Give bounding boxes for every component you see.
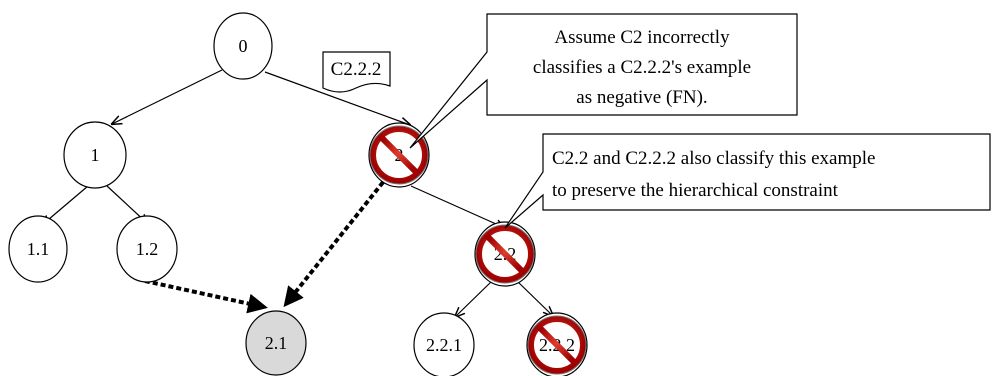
node-2.1: 2.1 — [245, 310, 307, 376]
dashed-arrow-1.2-to-2.1 — [144, 279, 268, 314]
node-2.2: 2.2 — [474, 221, 536, 287]
node-circle — [116, 215, 178, 283]
node-1: 1 — [63, 121, 127, 189]
assumption-callout: Assume C2 incorrectly classifies a C2.2.… — [409, 13, 798, 149]
node-2.2.1: 2.2.1 — [413, 312, 475, 376]
callout-line: to preserve the hierarchical constraint — [552, 180, 839, 201]
node-label: 1 — [91, 145, 100, 165]
prohibited-icon — [527, 315, 587, 375]
node-circle — [213, 12, 273, 80]
node-2: 2 — [368, 122, 430, 188]
node-circle — [63, 121, 127, 189]
callout-line: C2.2 and C2.2.2 also classify this examp… — [552, 148, 875, 169]
edge-2.2-2.2.2 — [516, 280, 553, 316]
node-label: 1.2 — [136, 239, 159, 259]
node-1.1: 1.1 — [8, 215, 68, 283]
constraint-callout: C2.2 and C2.2.2 also classify this examp… — [504, 133, 991, 229]
callout-line: Assume C2 incorrectly — [554, 27, 730, 48]
node-circle — [245, 310, 307, 376]
node-label: 2.1 — [265, 333, 288, 353]
node-0: 0 — [213, 12, 273, 80]
callout-line: classifies a C2.2.2's example — [533, 57, 751, 78]
callout-box — [409, 13, 798, 149]
document-shape — [322, 51, 391, 93]
dashed-arrow-2-to-2.1 — [283, 174, 390, 308]
node-circle — [8, 215, 68, 283]
node-2.2.2: 2.2.2 — [526, 312, 588, 376]
edge-2-2.2 — [410, 185, 505, 228]
node-1.2: 1.2 — [116, 215, 178, 283]
node-label: 2.2.1 — [426, 335, 462, 355]
edge-0-1 — [112, 69, 223, 124]
callout-box — [504, 133, 991, 229]
edge-0-2 — [264, 71, 410, 125]
tag-label: C2.2.2 — [331, 59, 382, 80]
prohibited-icon — [369, 125, 429, 185]
tree-edges — [42, 69, 553, 317]
edge-2.2-2.2.1 — [455, 280, 493, 317]
node-circle — [413, 312, 475, 376]
node-label: 0 — [239, 36, 248, 56]
example-tag: C2.2.2 — [322, 51, 391, 93]
propagation-arrows — [144, 174, 390, 314]
node-label: 1.1 — [27, 239, 50, 259]
callout-line: as negative (FN). — [576, 87, 707, 108]
